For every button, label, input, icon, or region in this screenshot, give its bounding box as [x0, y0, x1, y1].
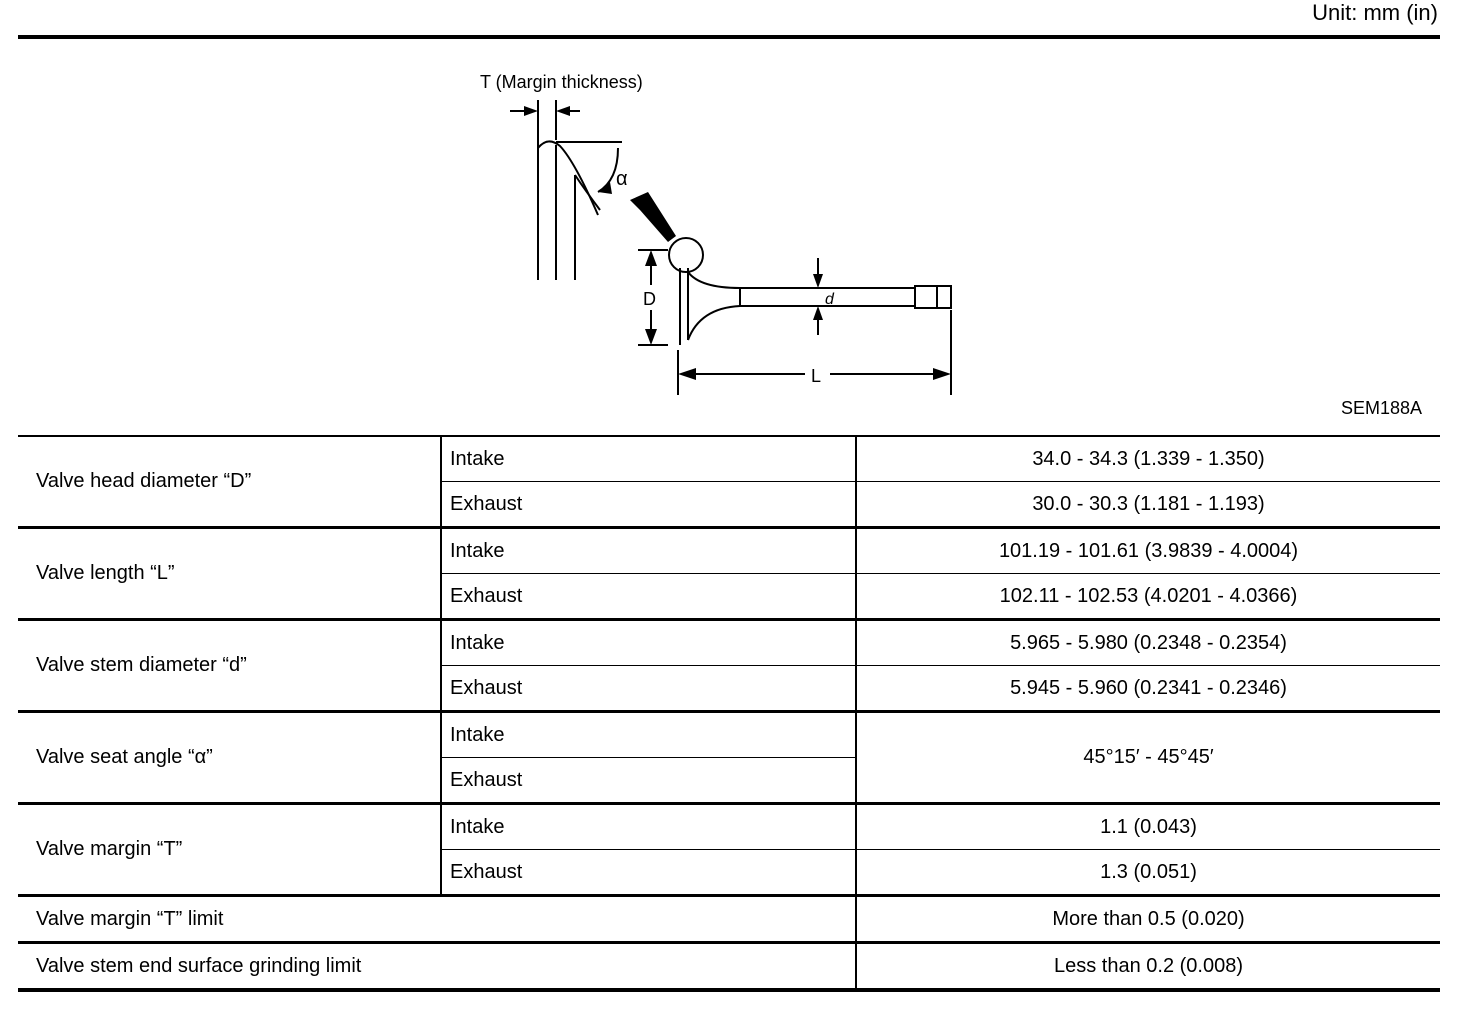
row-value: 45°15′ - 45°45′ [855, 710, 1440, 804]
d-arrow-top [645, 250, 657, 266]
row-sub-label: Exhaust [440, 849, 856, 896]
detail-face-curve-2 [574, 174, 601, 211]
row-item-label: Valve head diameter “D” [18, 435, 441, 528]
table-row: Valve head diameter “D” Intake 34.0 - 34… [18, 435, 1440, 528]
stem-tip [914, 285, 952, 309]
row-value: 30.0 - 30.3 (1.181 - 1.193) [855, 481, 1440, 528]
detail-callout-circle [668, 237, 704, 273]
d-arrow-bottom [645, 329, 657, 345]
row-item-label: Valve seat angle “α” [18, 710, 441, 804]
row-value: 1.1 (0.043) [855, 802, 1440, 850]
alpha-arrowhead [598, 182, 612, 194]
detail-face-curve [537, 140, 599, 216]
row-value: More than 0.5 (0.020) [855, 894, 1440, 943]
row-item-label: Valve margin “T” limit [18, 894, 856, 943]
row-sub-label: Exhaust [440, 757, 856, 804]
t-arrowhead-right [556, 106, 570, 116]
row-value: Less than 0.2 (0.008) [855, 941, 1440, 992]
l-arrow-right [933, 368, 951, 380]
stem-diameter-label: d [825, 291, 835, 308]
table-row: Valve length “L” Intake 101.19 - 101.61 … [18, 526, 1440, 620]
row-value: 5.965 - 5.980 (0.2348 - 0.2354) [855, 618, 1440, 666]
row-sub-label: Intake [440, 435, 856, 482]
valve-head-lower [687, 305, 741, 341]
valve-spec-table: Valve head diameter “D” Intake 34.0 - 34… [18, 435, 1440, 992]
table-row: Exhaust 5.945 - 5.960 (0.2341 - 0.2346) [18, 665, 1440, 712]
row-item-label: Valve margin “T” [18, 802, 441, 896]
table-row: Valve stem diameter “d” Intake 5.965 - 5… [18, 618, 1440, 712]
row-item-label: Valve stem diameter “d” [18, 618, 441, 712]
row-value: 1.3 (0.051) [855, 849, 1440, 896]
row-sub-label: Exhaust [440, 665, 856, 712]
row-sub-label: Exhaust [440, 573, 856, 620]
row-sub-label: Intake [440, 526, 856, 574]
callout-arrow [630, 192, 676, 242]
margin-label: T (Margin thickness) [480, 72, 643, 92]
length-label: L [811, 366, 821, 386]
row-value: 101.19 - 101.61 (3.9839 - 4.0004) [855, 526, 1440, 574]
table-row: Valve margin “T” limit More than 0.5 (0.… [18, 894, 1440, 943]
top-rule [18, 35, 1440, 39]
valve-head-upper [687, 271, 741, 289]
table-row: Valve seat angle “α” Intake 45°15′ - 45°… [18, 710, 1440, 804]
d-small-arrow-bottom [813, 306, 823, 320]
table-row: Exhaust [18, 757, 1440, 804]
table-row: Exhaust 30.0 - 30.3 (1.181 - 1.193) [18, 481, 1440, 528]
alpha-label: α [616, 168, 628, 190]
table-row: Valve margin “T” Intake 1.1 (0.043) [18, 802, 1440, 896]
d-small-arrow-top [813, 274, 823, 288]
l-arrow-left [678, 368, 696, 380]
diameter-label: D [643, 289, 656, 309]
table-row: Exhaust 1.3 (0.051) [18, 849, 1440, 896]
valve-diagram: T (Margin thickness) α D d L [480, 72, 952, 395]
row-sub-label: Intake [440, 710, 856, 758]
row-item-label: Valve length “L” [18, 526, 441, 620]
row-sub-label: Intake [440, 618, 856, 666]
row-value: 102.11 - 102.53 (4.0201 - 4.0366) [855, 573, 1440, 620]
row-value: 5.945 - 5.960 (0.2341 - 0.2346) [855, 665, 1440, 712]
t-arrowhead-left [524, 106, 538, 116]
row-sub-label: Exhaust [440, 481, 856, 528]
row-sub-label: Intake [440, 802, 856, 850]
table-row: Exhaust 102.11 - 102.53 (4.0201 - 4.0366… [18, 573, 1440, 620]
table-row: Valve stem end surface grinding limit Le… [18, 941, 1440, 992]
figure-code: SEM188A [1340, 398, 1422, 418]
row-item-label: Valve stem end surface grinding limit [18, 941, 856, 992]
row-value: 34.0 - 34.3 (1.339 - 1.350) [855, 435, 1440, 482]
unit-label: Unit: mm (in) [1312, 0, 1438, 25]
